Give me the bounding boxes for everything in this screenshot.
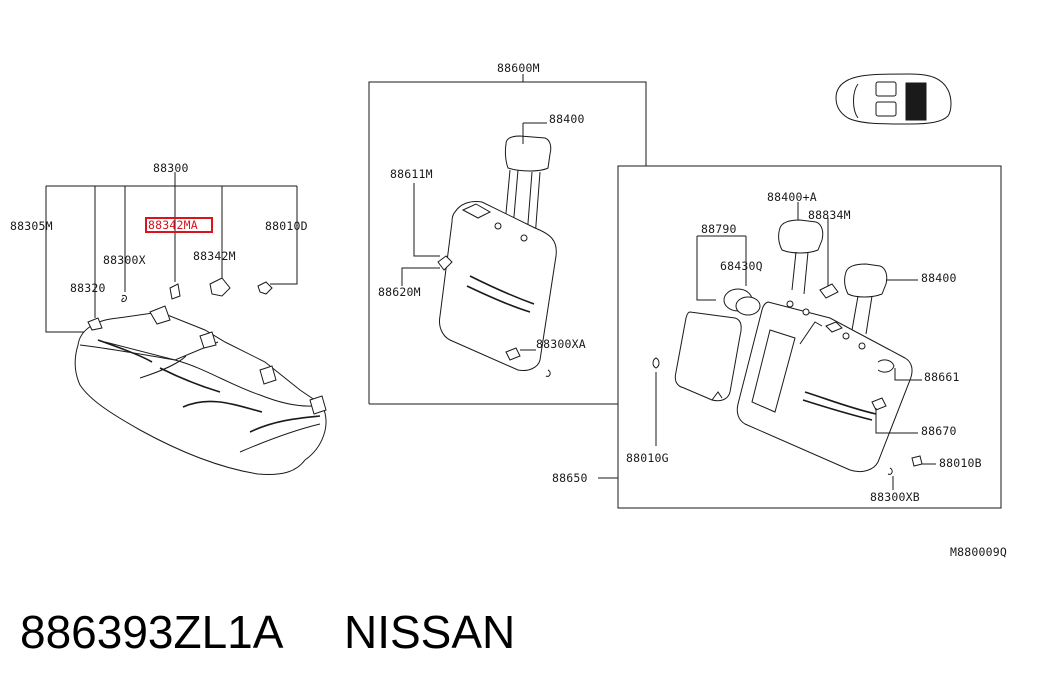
label-68430Q: 68430Q [720, 259, 763, 273]
label-88300XB: 88300XB [870, 490, 920, 504]
label-88661: 88661 [924, 370, 960, 384]
bolt-88010D-shape [257, 281, 273, 295]
label-88010D: 88010D [265, 219, 308, 233]
caption-brand: NISSAN [344, 606, 515, 658]
label-88300X: 88300X [103, 253, 146, 267]
label-88790: 88790 [701, 222, 737, 236]
label-88400-top: 88400 [549, 112, 585, 126]
label-88010B: 88010B [939, 456, 982, 470]
label-88650: 88650 [552, 471, 588, 485]
label-88300: 88300 [153, 161, 189, 175]
highlight-seat-block [905, 82, 927, 121]
label-88834M: 88834M [808, 208, 851, 222]
label-88342M: 88342M [193, 249, 236, 263]
hook-88320-shape [87, 317, 103, 331]
cushion-group: 88300 88305M 88342MA 88010D 88300X 88342… [10, 161, 327, 475]
clip-88300X-shape [121, 295, 127, 303]
label-88600M: 88600M [497, 61, 540, 75]
seatback-group: 88600M 88400 88611M 88620M 88300XA [368, 61, 647, 405]
caption-part-number: 886393ZL1A [20, 606, 284, 658]
label-88670: 88670 [921, 424, 957, 438]
bracket-88342MA-shape [169, 283, 181, 300]
label-88620M: 88620M [378, 285, 421, 299]
label-88320: 88320 [70, 281, 106, 295]
car-location-icon [835, 73, 952, 125]
figure-code: M880009Q [950, 545, 1007, 559]
label-88305M: 88305M [10, 219, 53, 233]
label-88010G: 88010G [626, 451, 669, 465]
label-88611M: 88611M [390, 167, 433, 181]
split-back-group: 88400+A 88834M 88790 68430Q 88400 88661 … [552, 165, 1002, 509]
label-88400A: 88400+A [767, 190, 817, 204]
label-88300XA: 88300XA [536, 337, 586, 351]
highlight-box [145, 217, 213, 233]
bracket-88342M-shape [209, 277, 231, 297]
label-88342MA: 88342MA [148, 218, 198, 232]
label-88400-right: 88400 [921, 271, 957, 285]
